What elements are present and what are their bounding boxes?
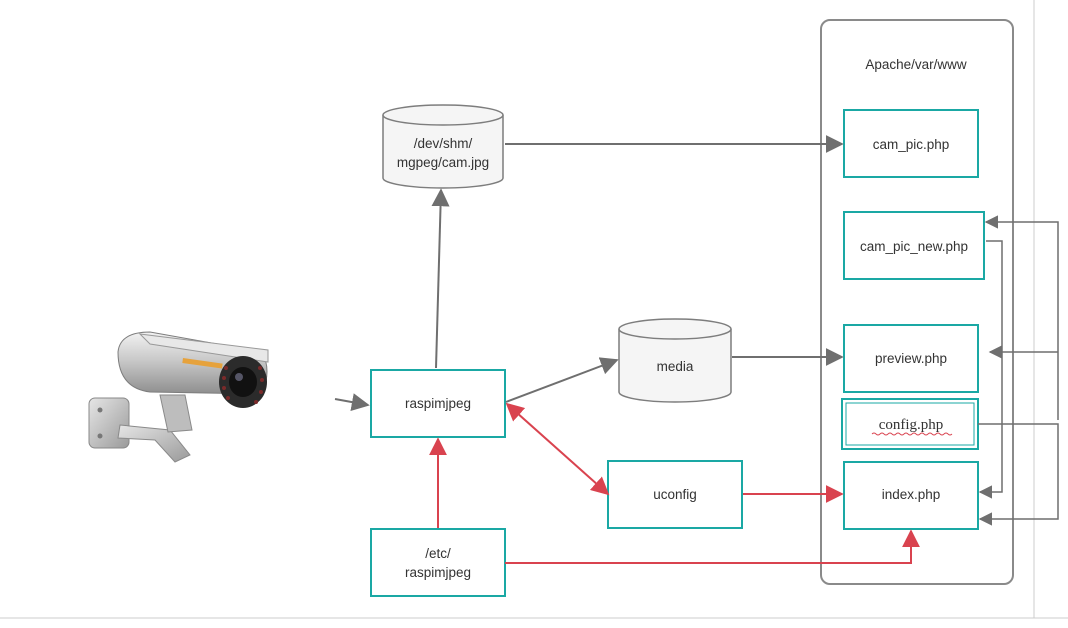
edge-config-to-index-loop: [978, 423, 1059, 526]
camera-wall-plate: [88, 397, 130, 449]
shm-store-label-line1: /dev/shm/: [414, 136, 473, 151]
shm-store-cylinder: /dev/shm/ mgpeg/cam.jpg: [382, 104, 504, 189]
etc-config-label-line2: raspimjpeg: [405, 565, 471, 580]
cam-pic-node: cam_pic.php: [843, 109, 979, 178]
camera-joint: [159, 394, 193, 433]
cam-pic-label: cam_pic.php: [873, 137, 950, 152]
edge-raspimjpeg-to-shm: [431, 188, 450, 369]
raspimjpeg-node: raspimjpeg: [370, 369, 506, 438]
edge-etc-to-index: [505, 529, 920, 564]
screw-icon: [97, 407, 103, 413]
preview-label: preview.php: [875, 351, 947, 366]
apache-container-label: Apache/var/www: [865, 57, 967, 72]
shm-store-label-line2: mgpeg/cam.jpg: [397, 155, 489, 170]
etc-config-label-line1: /etc/: [425, 546, 451, 561]
edge-loop-to-cam-pic-new: [984, 215, 1059, 420]
config-php-node: config.php: [841, 398, 979, 450]
index-label: index.php: [882, 487, 941, 502]
preview-node: preview.php: [843, 324, 979, 393]
media-store-label: media: [657, 359, 694, 374]
etc-config-node: /etc/ raspimjpeg: [370, 528, 506, 597]
config-php-label: config.php: [879, 417, 944, 433]
camera-sunshield: [138, 333, 269, 363]
camera-brand-stripe: [182, 358, 223, 369]
uconfig-label: uconfig: [653, 487, 697, 502]
edge-camera-to-raspimjpeg: [334, 393, 370, 411]
media-store-cylinder: media: [618, 318, 732, 403]
cam-pic-new-label: cam_pic_new.php: [860, 239, 968, 254]
uconfig-node: uconfig: [607, 460, 743, 529]
raspimjpeg-label: raspimjpeg: [405, 396, 471, 411]
spellcheck-underline: [871, 432, 953, 436]
screw-icon: [97, 433, 103, 439]
cam-pic-new-node: cam_pic_new.php: [843, 211, 985, 280]
edge-raspimjpeg-uconfig-bidirectional: [505, 402, 610, 496]
index-node: index.php: [843, 461, 979, 530]
apache-container: [820, 19, 1014, 585]
camera-lens-glint: [235, 373, 243, 381]
camera-lens: [229, 367, 257, 397]
edge-cam-pic-new-to-index: [978, 240, 1003, 499]
edge-raspimjpeg-to-media: [505, 357, 619, 403]
camera-ir-leds: [222, 366, 264, 404]
security-camera-icon: [88, 331, 269, 463]
